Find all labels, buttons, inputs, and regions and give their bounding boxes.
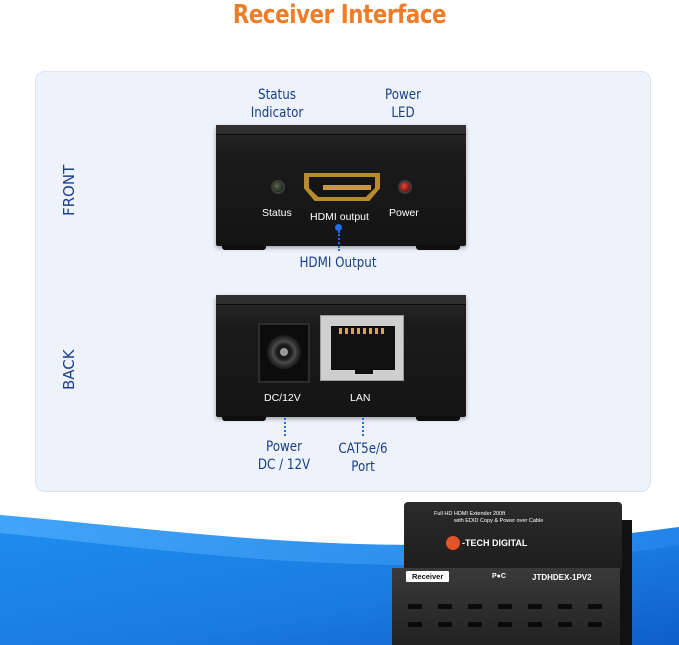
back-foot-right bbox=[416, 416, 460, 421]
product-top: Full HD HDMI Extender 200ft with EDID Co… bbox=[404, 502, 622, 570]
front-label: FRONT bbox=[60, 164, 78, 216]
dc-box-label: DC/12V bbox=[264, 392, 301, 404]
product-brand: -TECH DIGITAL bbox=[462, 538, 528, 548]
hdmi-port-icon bbox=[304, 173, 380, 201]
status-indicator-callout-line1: Status bbox=[258, 87, 296, 103]
vent-slot bbox=[498, 604, 512, 609]
vent-slot bbox=[558, 622, 572, 627]
product-line2: with EDID Copy & Power over Cable bbox=[454, 518, 544, 524]
vent-slot bbox=[588, 622, 602, 627]
cat-port-callout-line2: Port bbox=[351, 459, 375, 475]
product-side bbox=[620, 520, 632, 645]
vent-slot bbox=[528, 622, 542, 627]
vent-slot bbox=[498, 622, 512, 627]
receiver-front-panel: Status HDMI output Power bbox=[216, 125, 466, 250]
vent-slot bbox=[558, 604, 572, 609]
vent-slot bbox=[468, 622, 482, 627]
vent-slot bbox=[528, 604, 542, 609]
status-led-icon bbox=[271, 180, 285, 194]
back-panel-lip bbox=[216, 295, 466, 305]
front-panel-lip bbox=[216, 125, 466, 135]
vent-slot bbox=[438, 604, 452, 609]
back-foot-left bbox=[222, 416, 266, 421]
power-led-icon bbox=[398, 180, 412, 194]
cat-leader bbox=[362, 418, 364, 436]
power-led-callout-line1: Power bbox=[385, 87, 421, 103]
product-model: JTDHDEX-1PV2 bbox=[532, 573, 592, 582]
dc-jack-icon bbox=[258, 323, 310, 383]
receiver-product-image: Full HD HDMI Extender 200ft with EDID Co… bbox=[392, 500, 632, 645]
power-dc-callout: Power DC / 12V bbox=[250, 438, 318, 474]
hdmi-output-leader bbox=[338, 231, 340, 251]
power-led-callout-line2: LED bbox=[391, 105, 415, 121]
front-foot-left bbox=[222, 245, 266, 250]
product-line1: Full HD HDMI Extender 200ft bbox=[434, 511, 506, 517]
brand-logo-icon bbox=[446, 536, 460, 550]
vent-slot bbox=[408, 604, 422, 609]
vent-slot bbox=[408, 622, 422, 627]
lan-box-label: LAN bbox=[350, 392, 371, 404]
dc-leader bbox=[284, 418, 286, 436]
cat-port-callout-line1: CAT5e/6 bbox=[338, 441, 388, 457]
status-indicator-callout-line2: Indicator bbox=[250, 105, 304, 121]
receiver-back-panel: DC/12V LAN bbox=[216, 295, 466, 421]
vent-slot bbox=[588, 604, 602, 609]
cat-port-callout: CAT5e/6 Port bbox=[328, 440, 398, 476]
status-indicator-callout: Status Indicator bbox=[243, 86, 311, 122]
vent-slot bbox=[468, 604, 482, 609]
product-front: Receiver P●C JTDHDEX-1PV2 bbox=[392, 568, 620, 645]
hdmi-box-label: HDMI output bbox=[310, 211, 369, 223]
status-box-label: Status bbox=[262, 207, 292, 219]
power-dc-callout-line2: DC / 12V bbox=[257, 457, 311, 473]
vent-slot bbox=[438, 622, 452, 627]
poc-mark: P●C bbox=[492, 573, 506, 580]
power-box-label: Power bbox=[389, 207, 419, 219]
power-led-callout: Power LED bbox=[369, 86, 437, 122]
front-foot-right bbox=[416, 245, 460, 250]
lan-port-icon bbox=[320, 315, 404, 381]
page-title: Receiver Interface bbox=[232, 0, 447, 30]
hdmi-output-dot bbox=[335, 224, 342, 231]
power-dc-callout-line1: Power bbox=[266, 439, 302, 455]
receiver-tag: Receiver bbox=[406, 571, 450, 582]
hdmi-output-callout: HDMI Output bbox=[299, 255, 377, 271]
back-label: BACK bbox=[60, 349, 78, 390]
